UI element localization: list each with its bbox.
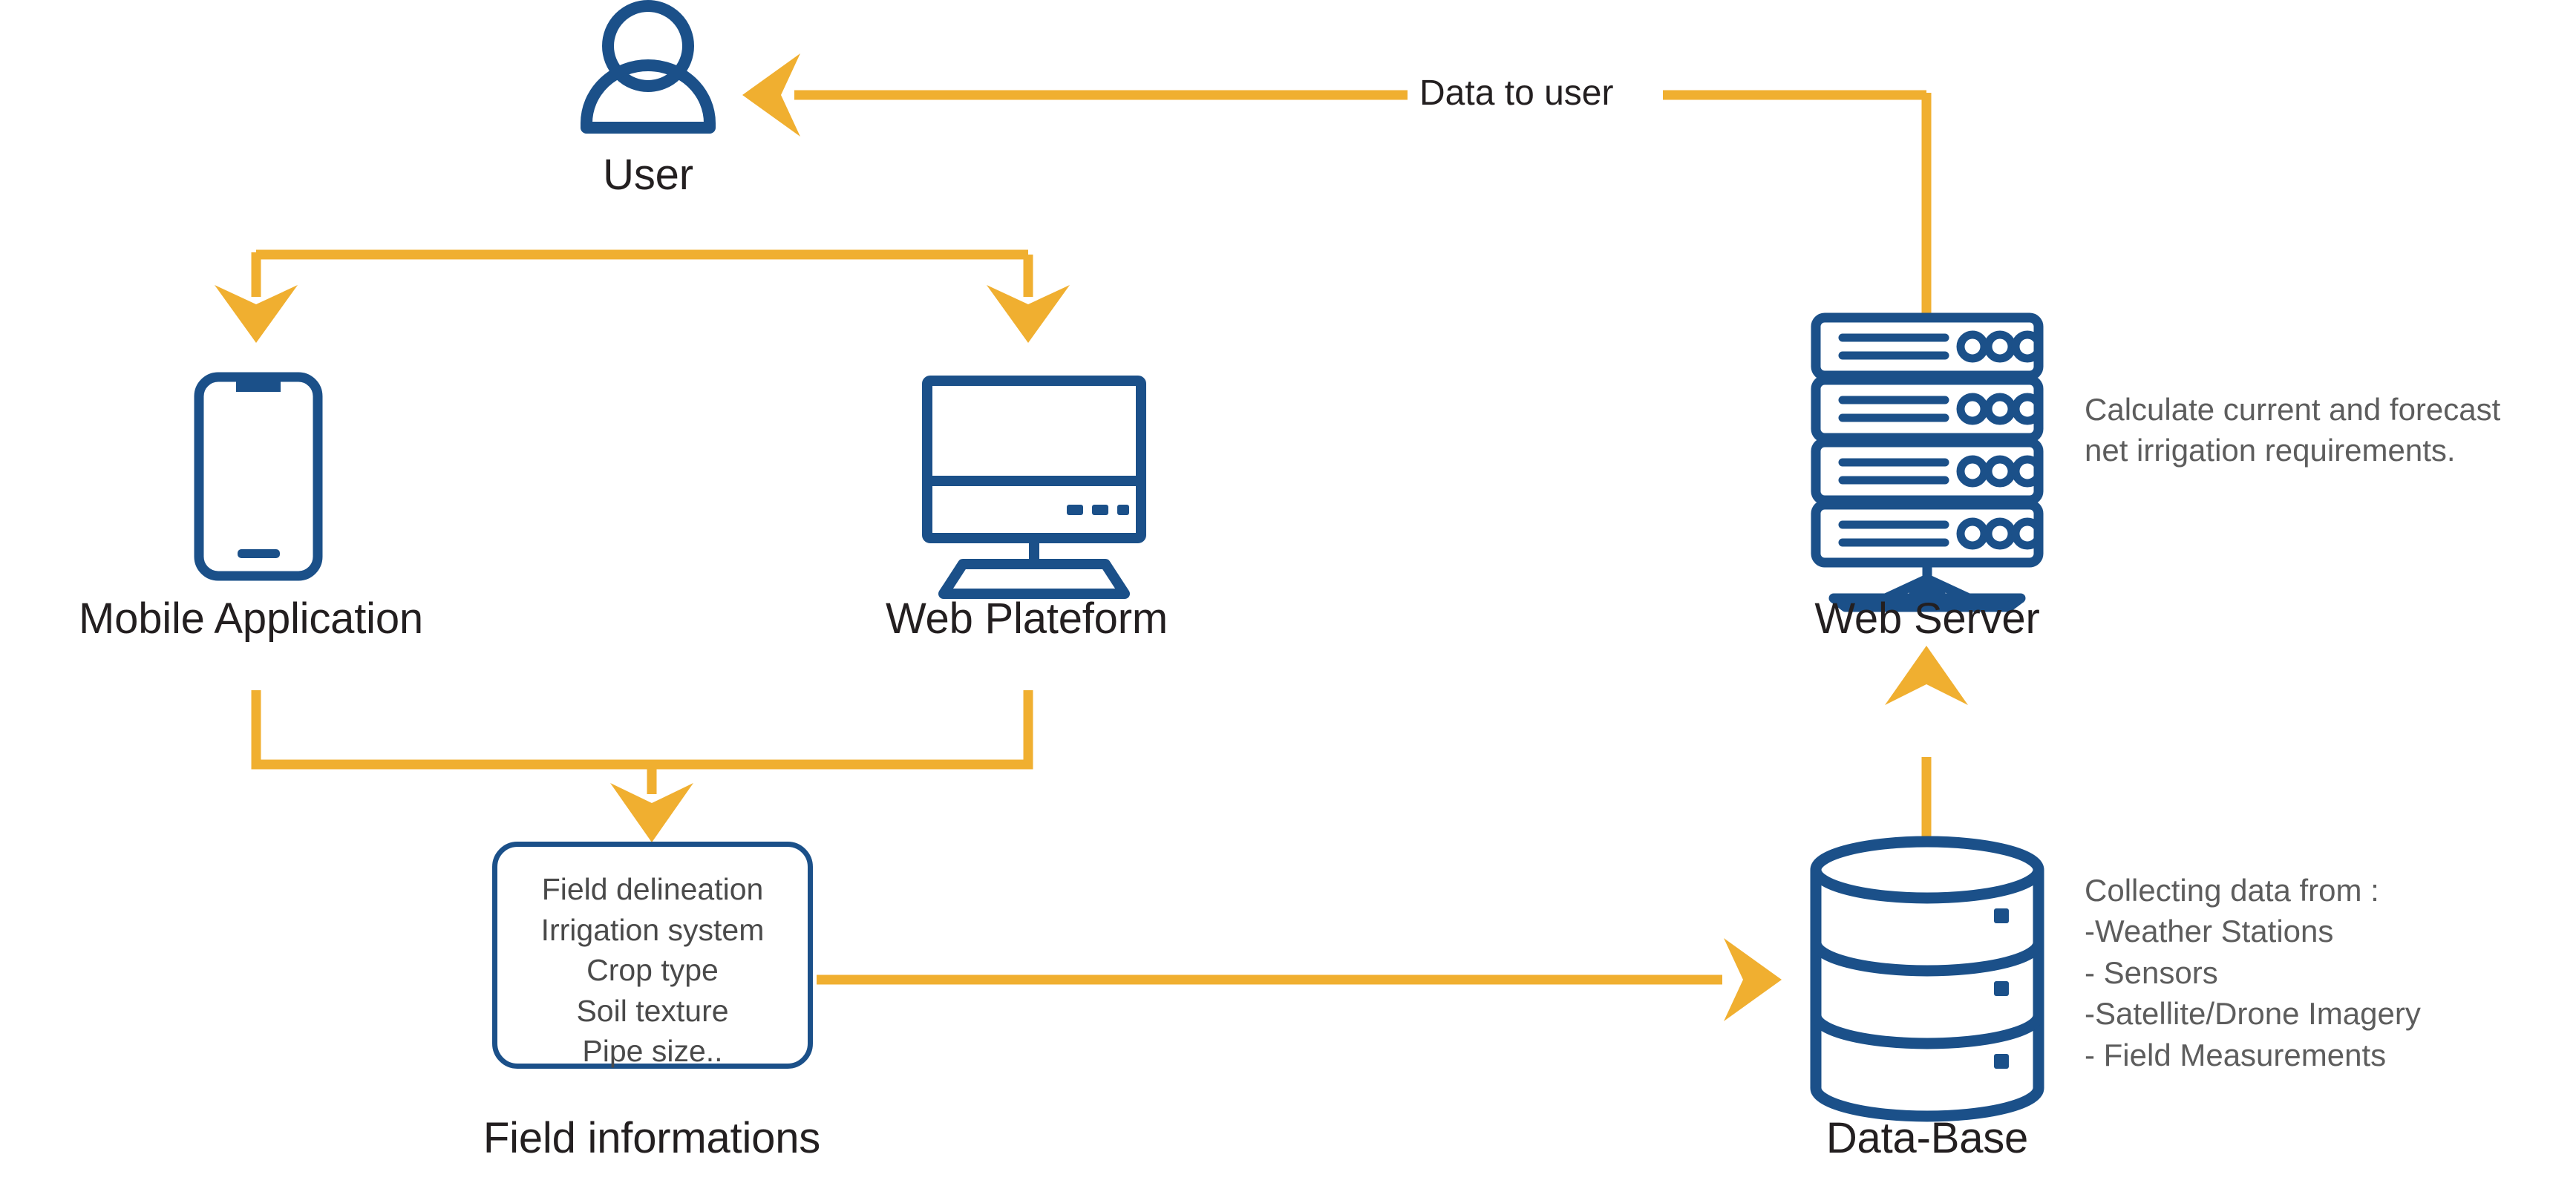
- node-label-web-server: Web Server: [1814, 594, 2040, 643]
- desktop-monitor-icon: [922, 376, 1146, 599]
- arrowhead-right-database: [1724, 938, 1782, 1021]
- annotation-web-server: Calculate current and forecast net irrig…: [2085, 389, 2500, 471]
- arrowhead-up-server: [1885, 646, 1968, 705]
- field-info-line-4: Soil texture: [576, 993, 729, 1028]
- node-label-field-informations: Field informations: [483, 1114, 821, 1162]
- annotation-database-line-3: - Sensors: [2085, 954, 2218, 990]
- field-information-box: Field delineation Irrigation system Crop…: [492, 842, 813, 1069]
- node-label-user: User: [603, 151, 693, 199]
- annotation-database-line-2: -Weather Stations: [2085, 914, 2334, 949]
- edge-label-data-to-user: Data to user: [1408, 73, 1626, 114]
- field-information-lines: Field delineation Irrigation system Crop…: [497, 869, 808, 1072]
- annotation-database-line-1: Collecting data from :: [2085, 873, 2379, 908]
- node-label-mobile-application: Mobile Application: [79, 594, 423, 643]
- field-info-line-2: Irrigation system: [540, 912, 765, 947]
- annotation-server-line-2: net irrigation requirements.: [2085, 433, 2456, 468]
- edge-apps-to-field-info: [251, 690, 1033, 842]
- field-info-line-5: Pipe size..: [582, 1034, 723, 1069]
- annotation-server-line-1: Calculate current and forecast: [2085, 392, 2501, 427]
- field-info-line-1: Field delineation: [541, 872, 764, 906]
- edge-user-to-apps: [215, 249, 1070, 343]
- edge-database-to-server: [1885, 646, 1968, 846]
- mobile-phone-icon: [194, 372, 323, 581]
- connectors-layer: [215, 53, 1968, 1021]
- arrowhead-down-mobile: [215, 285, 298, 343]
- node-label-database: Data-Base: [1825, 1114, 2029, 1162]
- annotation-database-line-5: - Field Measurements: [2085, 1037, 2387, 1072]
- annotation-database-line-4: -Satellite/Drone Imagery: [2085, 996, 2421, 1032]
- arrowhead-down-web: [987, 285, 1070, 343]
- database-cylinder-icon: [1810, 836, 2044, 1122]
- user-icon: [581, 0, 716, 134]
- server-rack-icon: [1811, 312, 2044, 612]
- arrowhead-left: [742, 53, 800, 137]
- annotation-database: Collecting data from : -Weather Stations…: [2085, 870, 2421, 1075]
- node-label-web-platform: Web Plateform: [886, 594, 1168, 643]
- arrowhead-down-fieldinfo: [610, 783, 693, 842]
- edge-server-to-user: [742, 53, 1932, 319]
- field-info-line-3: Crop type: [586, 953, 719, 988]
- edge-field-info-to-database: [817, 938, 1782, 1021]
